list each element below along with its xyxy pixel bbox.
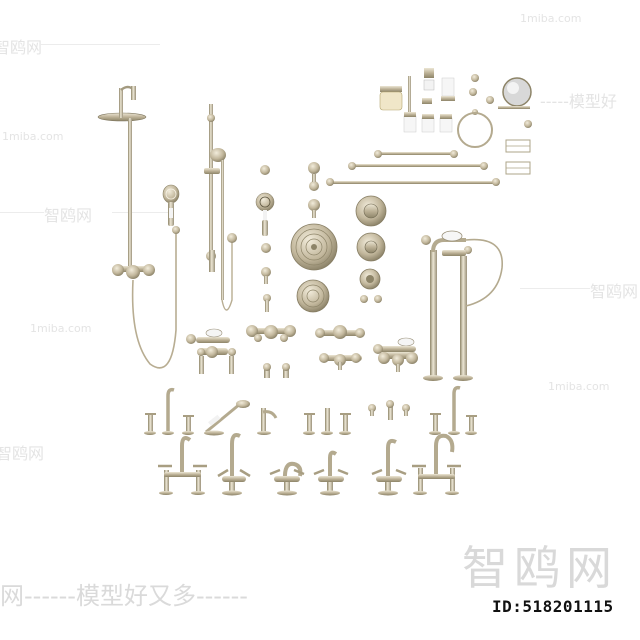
watermark-site-top: 1miba.com	[520, 12, 582, 25]
watermark-brand-top-left: 智鸥网	[0, 38, 43, 57]
rain-shower-head-small	[296, 279, 330, 313]
watermark-brand-large: 智鸥网	[462, 541, 618, 595]
rain-shower-head-round	[290, 223, 338, 271]
basin-mixer-small	[257, 408, 278, 435]
shower-valve-set	[255, 165, 275, 312]
mono-basin-mixer-high	[371, 438, 407, 496]
watermark-site-right: 1miba.com	[548, 380, 610, 393]
watermark-slogan: 网------模型好又多------	[0, 582, 248, 610]
three-hole-basin-taps	[303, 408, 351, 435]
basin-tap-set	[144, 387, 194, 435]
watermark-brand-right: 智鸥网	[590, 282, 639, 301]
watermark-line	[112, 212, 172, 213]
small-valve-pair	[263, 363, 290, 378]
watermark-line	[40, 44, 160, 45]
wall-bath-mixer	[315, 325, 365, 370]
bathroom-accessories	[379, 68, 532, 175]
wall-spout-set	[368, 400, 410, 420]
wall-mixer	[246, 325, 296, 342]
freestanding-bath-mixer	[421, 230, 503, 381]
mono-basin-mixer-swan	[269, 461, 305, 496]
bridge-basin-mixer	[158, 436, 207, 495]
bath-shower-mixer-wall	[373, 337, 418, 372]
watermark-site-mid-left: 1miba.com	[30, 322, 92, 335]
watermark-line	[0, 212, 44, 213]
hand-shower-set	[204, 400, 250, 436]
hand-shower	[162, 184, 180, 234]
shower-valve-set	[308, 162, 320, 218]
watermark-side-right: -----模型好	[540, 92, 617, 111]
towel-bars	[326, 150, 500, 186]
watermark-brand-left: 智鸥网	[44, 206, 93, 225]
model-id-label: ID:518201115	[492, 597, 614, 616]
bridge-kitchen-mixer	[412, 433, 461, 495]
mono-basin-mixer	[313, 450, 349, 496]
thermostatic-valve-plates	[355, 195, 387, 303]
bath-shower-mixer	[186, 328, 236, 374]
mono-basin-mixer-tall	[217, 433, 251, 496]
watermark-site-left: 1miba.com	[2, 130, 64, 143]
basin-tap-set-right	[429, 385, 477, 435]
slide-rail-shower	[204, 104, 237, 311]
rain-shower-column	[97, 85, 177, 369]
watermark-brand-mid: 智鸥网	[0, 444, 45, 463]
watermark-line	[520, 288, 590, 289]
